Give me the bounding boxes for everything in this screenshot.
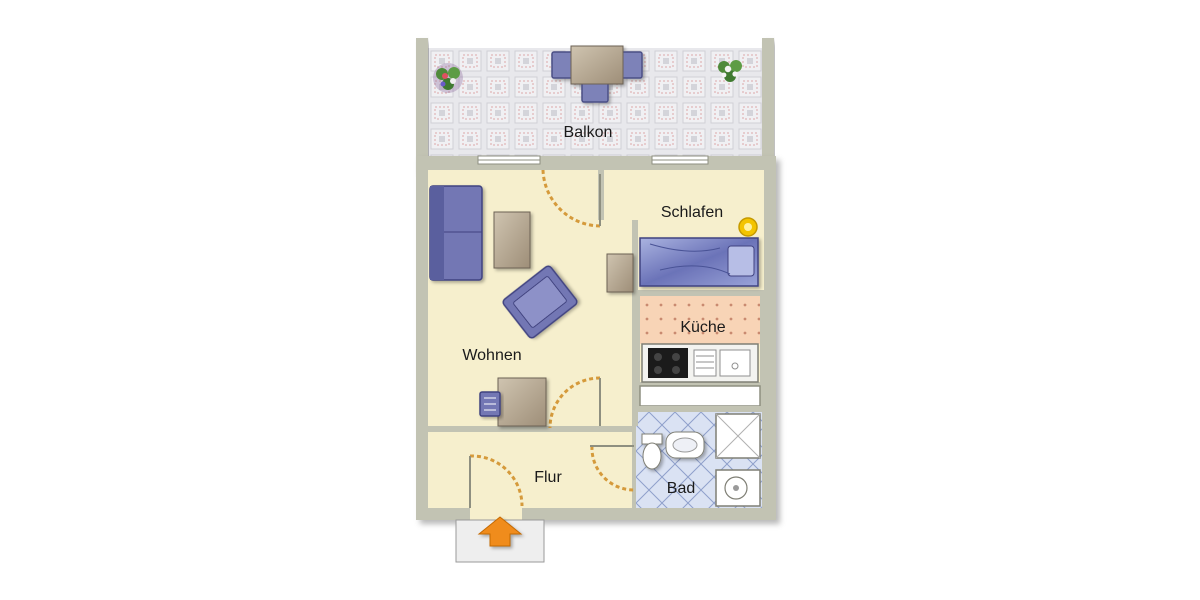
room-label-schlafen: Schlafen	[661, 204, 723, 221]
entrance-arrow-icon	[477, 516, 523, 547]
flower-plant-icon	[433, 63, 463, 93]
nightstand	[606, 253, 634, 293]
armchair	[502, 265, 578, 339]
balcony-table-set	[551, 45, 643, 103]
windows	[477, 155, 709, 165]
toilet	[641, 433, 663, 470]
door-wohnen	[548, 376, 601, 429]
wardrobe-cabinet	[639, 385, 761, 407]
interior-wall	[638, 290, 764, 296]
lamp-icon	[738, 217, 758, 237]
flower-plant-icon	[718, 60, 742, 82]
coffee-table	[493, 211, 531, 269]
door-balcony	[541, 169, 601, 228]
balcony-wall-left	[416, 38, 428, 170]
room-label-flur: Flur	[534, 469, 562, 486]
interior-wall	[632, 220, 638, 426]
sofa	[429, 185, 483, 281]
floor-flur	[428, 432, 632, 508]
door-entrance	[469, 454, 524, 507]
desk-chair	[479, 391, 501, 417]
room-label-balkon: Balkon	[564, 124, 613, 141]
washbasin	[665, 431, 705, 459]
desk	[497, 377, 547, 427]
washing-machine	[715, 469, 761, 507]
stove	[648, 348, 688, 378]
interior-wall	[428, 426, 632, 432]
balcony-table	[570, 45, 624, 85]
shower	[715, 413, 761, 459]
door-bad	[590, 445, 635, 492]
entrance-opening	[470, 508, 522, 520]
bed	[639, 237, 759, 287]
room-label-bad: Bad	[667, 480, 695, 497]
kitchen-unit	[641, 343, 759, 383]
balcony: Balkon	[416, 38, 774, 170]
room-label-wohnen: Wohnen	[462, 347, 521, 364]
balcony-wall-right	[762, 38, 774, 170]
doors	[469, 169, 635, 507]
interior-wall	[632, 406, 764, 412]
room-label-kueche: Küche	[680, 319, 725, 336]
floor-opening	[603, 170, 643, 220]
sink	[693, 349, 751, 377]
door-leaves	[469, 174, 634, 508]
